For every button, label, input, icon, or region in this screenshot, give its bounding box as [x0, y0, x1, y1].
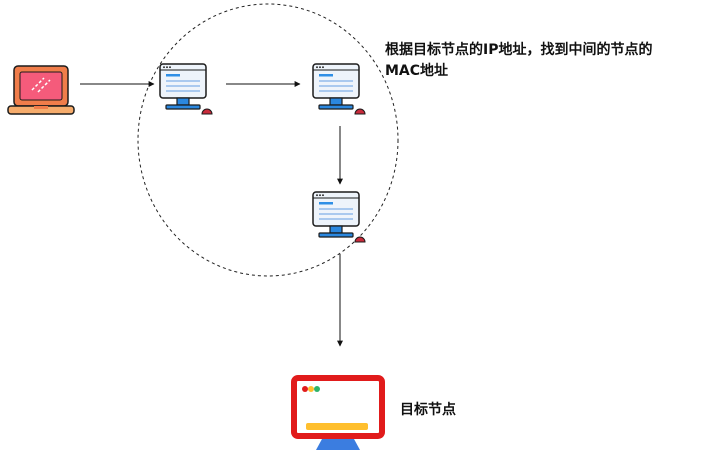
annotation-line-1: 根据目标节点的IP地址，找到中间的节点的: [385, 42, 653, 58]
mouse-icon: [354, 236, 366, 243]
monitor-icon: [312, 191, 366, 243]
monitor-icon: [159, 63, 213, 115]
intermediate-nodes-boundary: [137, 3, 399, 277]
monitor-icon: [312, 63, 366, 115]
laptop-icon: [7, 65, 75, 115]
target-node-label: 目标节点: [400, 402, 456, 418]
mouse-icon: [201, 108, 213, 115]
target-monitor-icon: [291, 375, 385, 450]
annotation-text: 根据目标节点的IP地址，找到中间的节点的 MAC地址: [385, 40, 715, 82]
annotation-line-2: MAC地址: [385, 63, 449, 79]
mouse-icon: [354, 108, 366, 115]
